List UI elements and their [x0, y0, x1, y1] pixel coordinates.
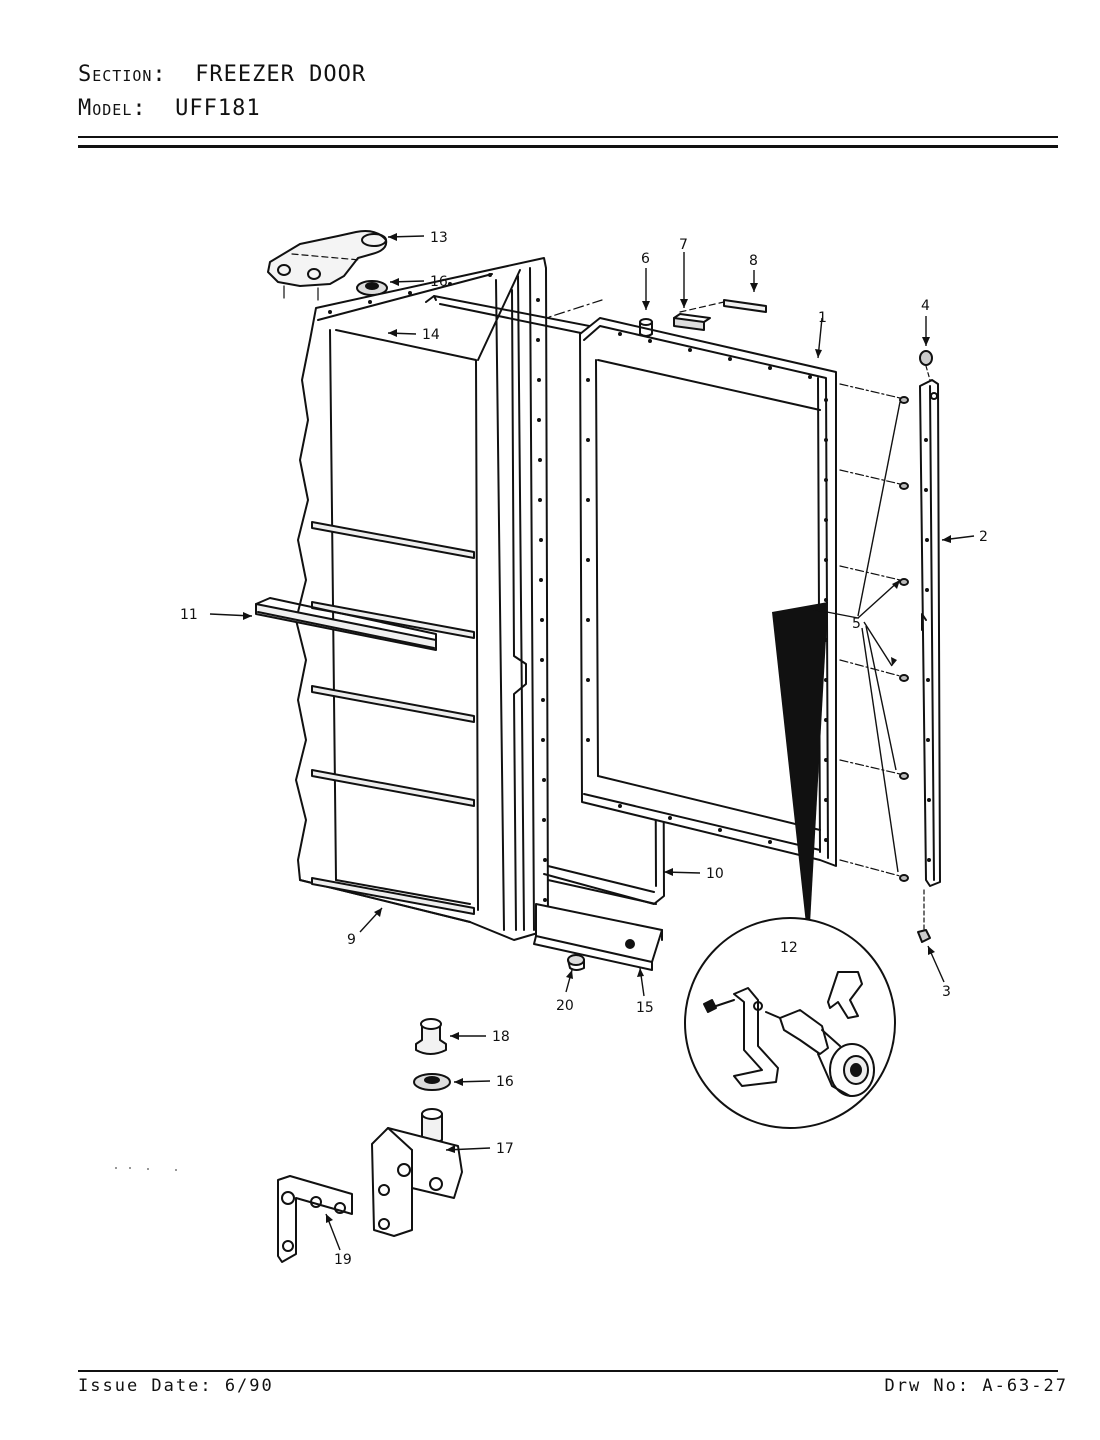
plate-part-19 — [277, 1175, 353, 1263]
header-rule-bottom — [78, 145, 1058, 148]
section-value: FREEZER DOOR — [195, 62, 367, 87]
hinge-pin-part-18 — [415, 1018, 447, 1055]
section-key: Section: — [78, 62, 167, 87]
model-heading: Model: UFF181 — [78, 96, 261, 121]
outer-door-panel-part-1 — [579, 317, 837, 867]
drawing-number: Drw No: A-63-27 — [884, 1376, 1068, 1396]
callout-14: 14 — [422, 327, 440, 343]
callout-15: 15 — [636, 1000, 654, 1016]
bottom-hinge-part-17 — [371, 1108, 463, 1237]
strip-part-7 — [673, 313, 711, 331]
faint-marks — [115, 1167, 177, 1171]
end-cap-part-4 — [919, 350, 933, 366]
side-trim-part-2 — [919, 379, 941, 887]
screws-part-5 — [899, 396, 909, 882]
callout-arrowheads — [243, 233, 951, 1223]
shelf-bar-part-11 — [255, 597, 437, 651]
callout-18: 18 — [492, 1029, 510, 1045]
callout-9: 9 — [347, 932, 356, 948]
top-hinge-part-13 — [267, 230, 388, 301]
bottom-channel-part-15 — [533, 903, 663, 971]
header-rule-top — [78, 136, 1058, 138]
callout-16-bottom: 16 — [496, 1074, 514, 1090]
callout-10: 10 — [706, 866, 724, 882]
screw-alignment-lines — [839, 383, 901, 877]
bumper-part-20 — [567, 954, 585, 971]
strip-part-8 — [723, 299, 767, 313]
end-cap-part-3 — [917, 929, 931, 943]
issue-date: Issue Date: 6/90 — [78, 1376, 274, 1396]
footer-rule — [78, 1370, 1058, 1372]
model-value: UFF181 — [175, 96, 261, 121]
washer-part-16-top — [356, 280, 388, 296]
pin-part-6 — [639, 318, 653, 337]
callout-7: 7 — [679, 237, 688, 253]
callout-17: 17 — [496, 1141, 514, 1157]
callout-12: 12 — [780, 940, 798, 956]
callout-4: 4 — [921, 298, 930, 314]
door-liner-part-9 — [295, 257, 549, 941]
callout-16-top: 16 — [430, 274, 448, 290]
callout-3: 3 — [942, 984, 951, 1000]
washer-part-16-bottom — [413, 1073, 451, 1091]
section-heading: Section: FREEZER DOOR — [78, 62, 366, 87]
latch-detail-part-12 — [703, 971, 875, 1097]
callout-2: 2 — [979, 529, 988, 545]
callout-5: 5 — [852, 616, 861, 632]
model-key: Model: — [78, 96, 147, 121]
callout-6: 6 — [641, 251, 650, 267]
detail-leader-band — [772, 602, 828, 924]
callout-11: 11 — [180, 607, 198, 623]
callout-1: 1 — [818, 310, 827, 326]
callout-19: 19 — [334, 1252, 352, 1268]
callout-8: 8 — [749, 253, 758, 269]
callout-13: 13 — [430, 230, 448, 246]
callout-20: 20 — [556, 998, 574, 1014]
